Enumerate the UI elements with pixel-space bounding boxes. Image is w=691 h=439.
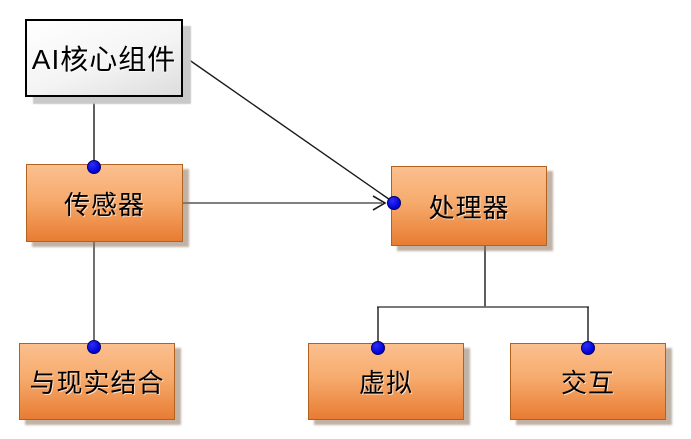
connector-aicore-processor xyxy=(184,56,394,203)
arrowhead-sensor-processor xyxy=(372,195,387,211)
node-virtual-label: 虚拟 xyxy=(358,368,413,398)
connection-dot-icon xyxy=(387,196,401,210)
node-interaction-label: 交互 xyxy=(560,368,615,398)
node-ai-core-label: AI核心组件 xyxy=(31,44,177,75)
node-processor-label: 处理器 xyxy=(428,192,510,223)
connection-dot-icon xyxy=(87,340,101,354)
node-ai-core[interactable]: AI核心组件 xyxy=(25,19,183,97)
node-sensor-label: 传感器 xyxy=(63,189,145,220)
node-processor[interactable]: 处理器 xyxy=(391,166,547,246)
node-sensor[interactable]: 传感器 xyxy=(26,164,183,242)
connection-dot-icon xyxy=(371,341,385,355)
connection-dot-icon xyxy=(87,160,101,174)
connection-dot-icon xyxy=(581,341,595,355)
node-reality-label: 与现实结合 xyxy=(29,368,165,398)
node-reality[interactable]: 与现实结合 xyxy=(19,343,175,420)
node-virtual[interactable]: 虚拟 xyxy=(308,343,464,420)
